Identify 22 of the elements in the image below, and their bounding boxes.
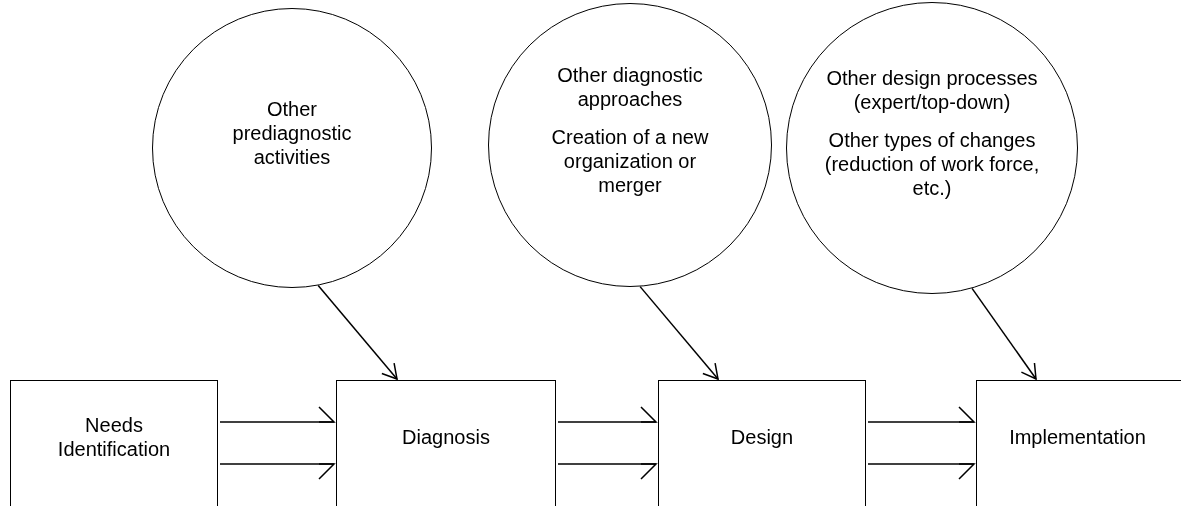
node-text: Other diagnostic approaches <box>556 63 704 111</box>
node-text: Other design processes (expert/top-down) <box>825 66 1039 114</box>
arrow <box>867 406 975 423</box>
arrow <box>219 406 335 423</box>
arrow <box>971 287 1037 380</box>
arrow <box>317 284 398 380</box>
arrow <box>557 463 657 480</box>
process-box <box>976 380 1181 506</box>
process-box <box>658 380 866 506</box>
node-text: Needs Identification <box>56 413 172 461</box>
arrow <box>557 406 657 423</box>
arrow <box>219 463 335 480</box>
node-text: Other prediagnostic activities <box>231 97 353 169</box>
process-box <box>336 380 556 506</box>
node-text: Other types of changes (reduction of work force, etc.) <box>823 128 1041 200</box>
arrow <box>639 285 719 380</box>
arrow <box>867 463 975 480</box>
node-text: Diagnosis <box>402 425 490 449</box>
node-text: Creation of a new organization or merger <box>550 125 710 197</box>
node-text: Implementation <box>1009 425 1146 449</box>
process-box <box>10 380 218 506</box>
node-text: Design <box>730 425 794 449</box>
